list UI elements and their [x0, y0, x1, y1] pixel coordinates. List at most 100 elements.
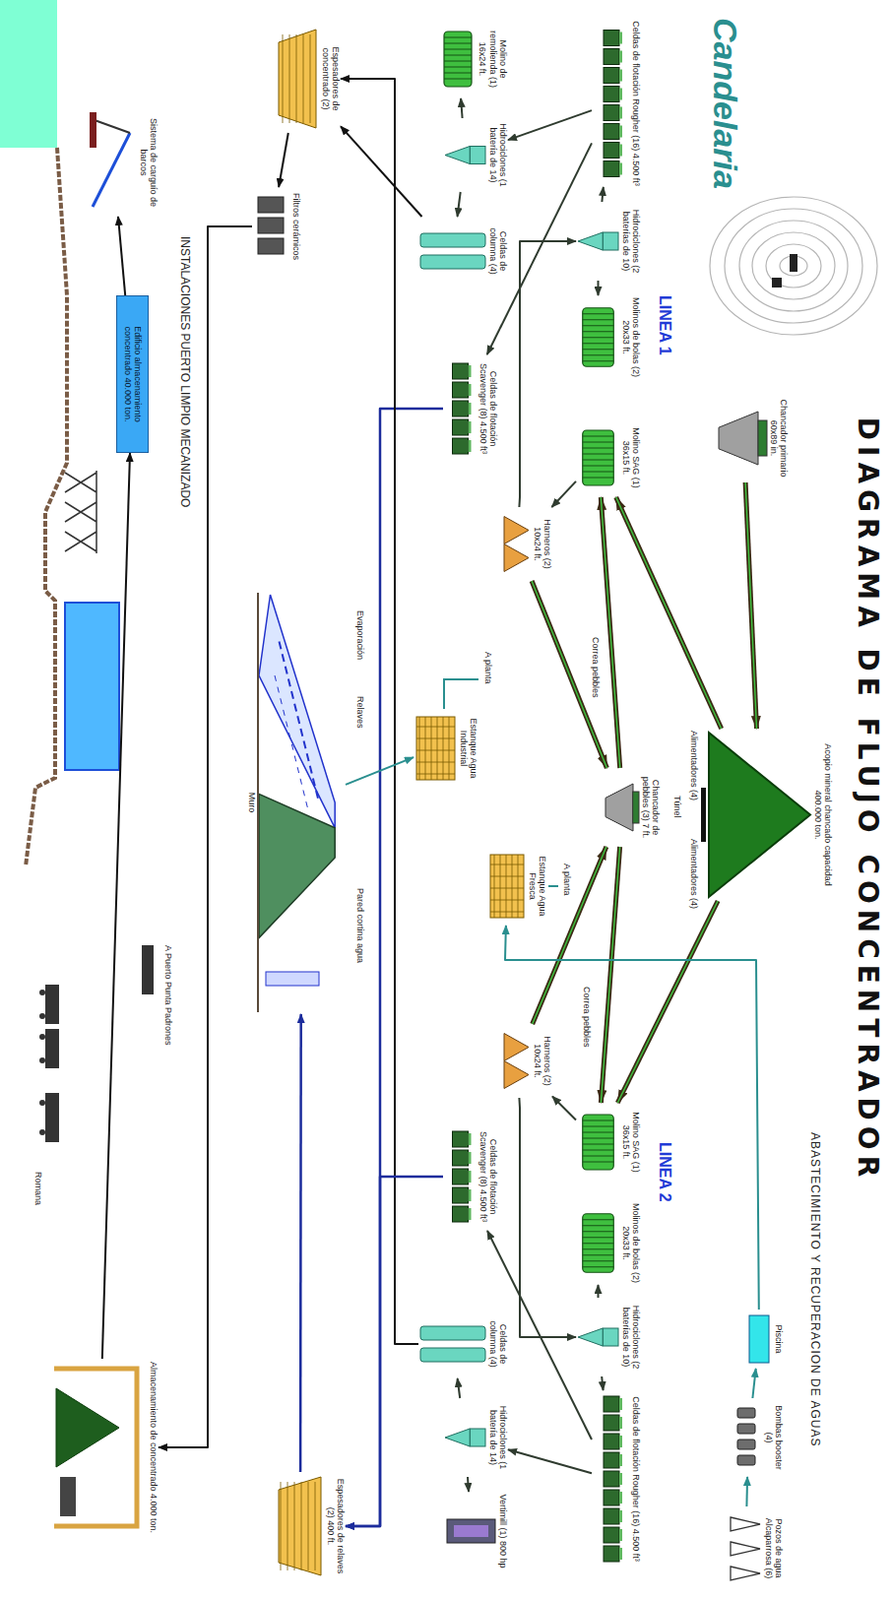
column-icon [420, 1326, 486, 1362]
equipment-icon [444, 49, 472, 51]
icon-slot [718, 393, 768, 483]
equipment-icon [737, 1423, 756, 1434]
cells-icon [603, 30, 623, 178]
dam-icon [257, 592, 335, 1013]
wheel [39, 1013, 46, 1020]
equipment-icon [577, 1328, 603, 1346]
icon-slot [575, 295, 621, 380]
connector-line [340, 126, 423, 217]
contour [765, 244, 822, 288]
equipment-icon [444, 78, 472, 80]
equipment-icon [420, 1326, 486, 1340]
equipment-icon [582, 348, 615, 350]
equipment-unit: Molino SAG (1) 36x15 ft. [575, 418, 641, 498]
equipment-icon [452, 1131, 469, 1147]
equipment-unit: Muro [247, 590, 346, 1015]
equipment-unit: Celdas de columna (4) [418, 1309, 509, 1379]
annotation-label: Evaporación [355, 608, 366, 662]
slurry-connector [467, 1476, 469, 1492]
connector-line [102, 452, 130, 1359]
annotation-label: Alimentadores (4) [689, 730, 700, 801]
conc-connector [340, 126, 423, 217]
equipment-label: Hidrociclones (2 baterías de 10) [620, 1297, 641, 1377]
belt-core [616, 497, 722, 729]
connector-line [518, 241, 576, 508]
equipment-label: Chancador de pebbles (3) 7 ft. [639, 767, 661, 847]
equipment-icon [56, 1388, 120, 1467]
equipment-label: Celdas de flotación Scavenger (8) 4.500 … [477, 1122, 499, 1231]
icon-slot [591, 19, 632, 188]
equipment-icon [444, 37, 472, 39]
icon-slot [443, 1122, 478, 1231]
equipment-icon [278, 29, 317, 128]
equipment-icon [582, 447, 615, 449]
equipment-icon [603, 1433, 620, 1450]
equipment-icon [582, 1248, 615, 1250]
equipment-icon [619, 1547, 623, 1560]
annotation-label: A Puerto Punta Padrones [163, 945, 174, 1046]
port-pool [64, 602, 120, 770]
connector-line [345, 1176, 444, 1527]
connector-line [745, 1476, 749, 1507]
equipment-label: Hidrociclones (2 baterías de 10) [620, 201, 641, 281]
equipment-icon [603, 30, 620, 47]
mill-icon [582, 430, 615, 486]
equipment-unit: Harneros (2) 10x24 ft. [502, 507, 553, 581]
slurry-connector [457, 191, 461, 217]
equipment-label: Bombas booster (4) [763, 1398, 784, 1477]
equipment-unit: Piscina [744, 1309, 784, 1369]
icon-slot [443, 354, 478, 463]
equipment-icon [420, 254, 486, 269]
equipment-icon [603, 124, 620, 140]
equipment-icon [468, 383, 472, 396]
connector-line [508, 1449, 592, 1473]
equipment-icon [603, 49, 620, 65]
equipment-icon [758, 420, 767, 456]
equipment-icon [420, 1347, 486, 1362]
equipment-label: Celdas de columna (4) [487, 216, 509, 286]
icon-slot [443, 1398, 488, 1477]
slurry-connector [457, 1378, 461, 1399]
equipment-icon [452, 1168, 469, 1185]
equipment-icon [619, 144, 623, 157]
connector-line [460, 98, 463, 119]
crusher-icon [718, 411, 767, 465]
equipment-unit: Filtros cerámicos [252, 187, 302, 266]
icon-slot [438, 19, 478, 99]
equipment-icon [582, 1155, 615, 1157]
wheel [39, 1129, 46, 1136]
equipment-icon [444, 43, 472, 45]
store-icon [54, 1368, 137, 1527]
belt-connector [600, 497, 620, 768]
equipment-icon [444, 61, 472, 63]
equipment-icon [619, 163, 623, 176]
crusher-icon [605, 783, 639, 831]
connector-line [467, 1476, 469, 1492]
equipment-label: Harneros (2) 10x24 ft. [531, 507, 553, 581]
equipment-label: Muro [247, 590, 257, 1015]
equipment-icon [469, 146, 486, 165]
annotation-label: Correa pebbles [590, 635, 601, 701]
equipment-icon [504, 1033, 529, 1062]
belt-core [600, 846, 620, 1103]
contour [709, 196, 878, 335]
equipment-icon [619, 126, 623, 138]
connector-line [345, 757, 414, 785]
equipment-icon [582, 1161, 615, 1163]
equipment-label: Acopio mineral chancado capacidad 400.00… [812, 728, 833, 901]
equipment-icon [602, 232, 619, 251]
water-connector [752, 1368, 756, 1399]
annotation-label: A planta [562, 861, 573, 898]
belt-connector [745, 482, 757, 729]
equipment-icon [416, 773, 455, 775]
equipment-icon [469, 1428, 486, 1447]
annotation-label: LINEA 2 [655, 1142, 674, 1203]
connector-line [597, 1284, 600, 1298]
equipment-icon [582, 1230, 615, 1232]
connector-line [551, 481, 576, 508]
screen-icon [504, 516, 529, 573]
equipment-icon [452, 363, 469, 380]
water-connector [505, 925, 760, 1310]
equipment-icon [582, 477, 615, 479]
vertimill-icon [446, 1519, 496, 1543]
